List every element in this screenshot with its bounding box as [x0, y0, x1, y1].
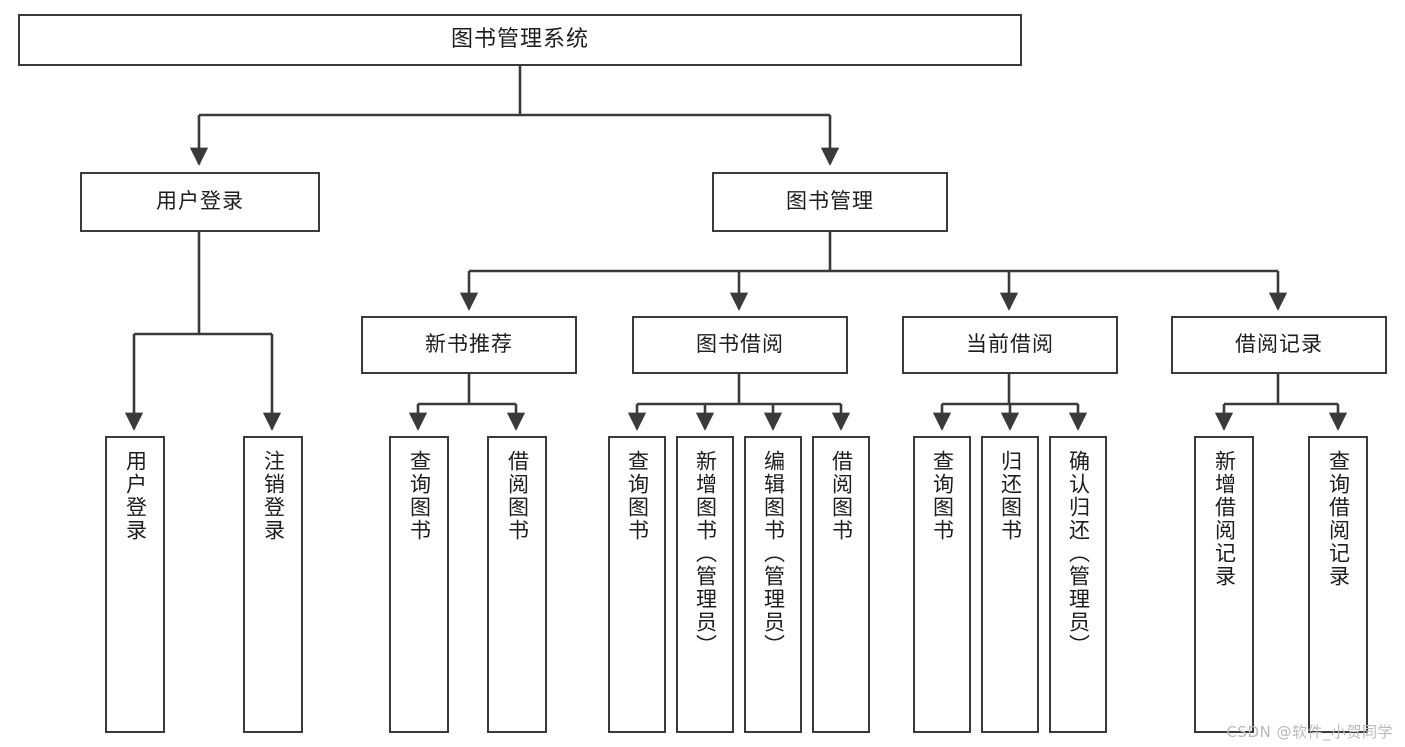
node-leaf-return-book-label: 归还图书 — [998, 450, 1023, 542]
node-leaf-add-book-label: 新增图书（管理员） — [693, 450, 718, 657]
node-leaf-borrow-book-2[interactable]: 借阅图书 — [812, 436, 870, 733]
node-leaf-query-book-1-label: 查询图书 — [407, 450, 432, 542]
node-leaf-query-book-2-label: 查询图书 — [625, 450, 650, 542]
node-leaf-user-login-label: 用户登录 — [123, 450, 148, 542]
node-user-login-label: 用户登录 — [156, 189, 244, 214]
watermark: CSDN @软件_小贺同学 — [1226, 723, 1393, 741]
node-leaf-add-record[interactable]: 新增借阅记录 — [1194, 436, 1254, 733]
node-current-borrow-label: 当前借阅 — [966, 332, 1054, 357]
node-leaf-query-book-1[interactable]: 查询图书 — [389, 436, 449, 733]
node-book-borrow[interactable]: 图书借阅 — [632, 316, 848, 374]
node-leaf-borrow-book-1[interactable]: 借阅图书 — [487, 436, 547, 733]
node-leaf-edit-book[interactable]: 编辑图书（管理员） — [744, 436, 802, 733]
node-leaf-query-book-3-label: 查询图书 — [930, 450, 955, 542]
node-leaf-user-logout-label: 注销登录 — [261, 450, 286, 542]
node-leaf-user-login[interactable]: 用户登录 — [105, 436, 165, 733]
node-leaf-return-book[interactable]: 归还图书 — [981, 436, 1039, 733]
node-root[interactable]: 图书管理系统 — [18, 14, 1022, 66]
node-book-management[interactable]: 图书管理 — [712, 172, 948, 232]
node-leaf-confirm-return-label: 确认归还（管理员） — [1066, 450, 1091, 657]
node-leaf-query-record[interactable]: 查询借阅记录 — [1308, 436, 1368, 733]
node-current-borrow[interactable]: 当前借阅 — [902, 316, 1118, 374]
node-leaf-query-book-2[interactable]: 查询图书 — [608, 436, 666, 733]
node-leaf-borrow-book-2-label: 借阅图书 — [829, 450, 854, 542]
node-leaf-query-record-label: 查询借阅记录 — [1326, 450, 1351, 588]
node-leaf-add-book[interactable]: 新增图书（管理员） — [676, 436, 734, 733]
node-user-login[interactable]: 用户登录 — [80, 172, 320, 232]
node-borrow-record[interactable]: 借阅记录 — [1171, 316, 1387, 374]
node-leaf-confirm-return[interactable]: 确认归还（管理员） — [1049, 436, 1107, 733]
node-leaf-edit-book-label: 编辑图书（管理员） — [761, 450, 786, 657]
node-leaf-query-book-3[interactable]: 查询图书 — [913, 436, 971, 733]
node-book-borrow-label: 图书借阅 — [696, 332, 784, 357]
node-root-label: 图书管理系统 — [450, 26, 589, 52]
node-borrow-record-label: 借阅记录 — [1235, 332, 1323, 357]
node-leaf-borrow-book-1-label: 借阅图书 — [505, 450, 530, 542]
node-leaf-user-logout[interactable]: 注销登录 — [243, 436, 303, 733]
node-leaf-add-record-label: 新增借阅记录 — [1212, 450, 1237, 588]
node-new-book-recommend[interactable]: 新书推荐 — [361, 316, 577, 374]
node-book-management-label: 图书管理 — [786, 189, 874, 214]
node-new-book-recommend-label: 新书推荐 — [425, 332, 513, 357]
